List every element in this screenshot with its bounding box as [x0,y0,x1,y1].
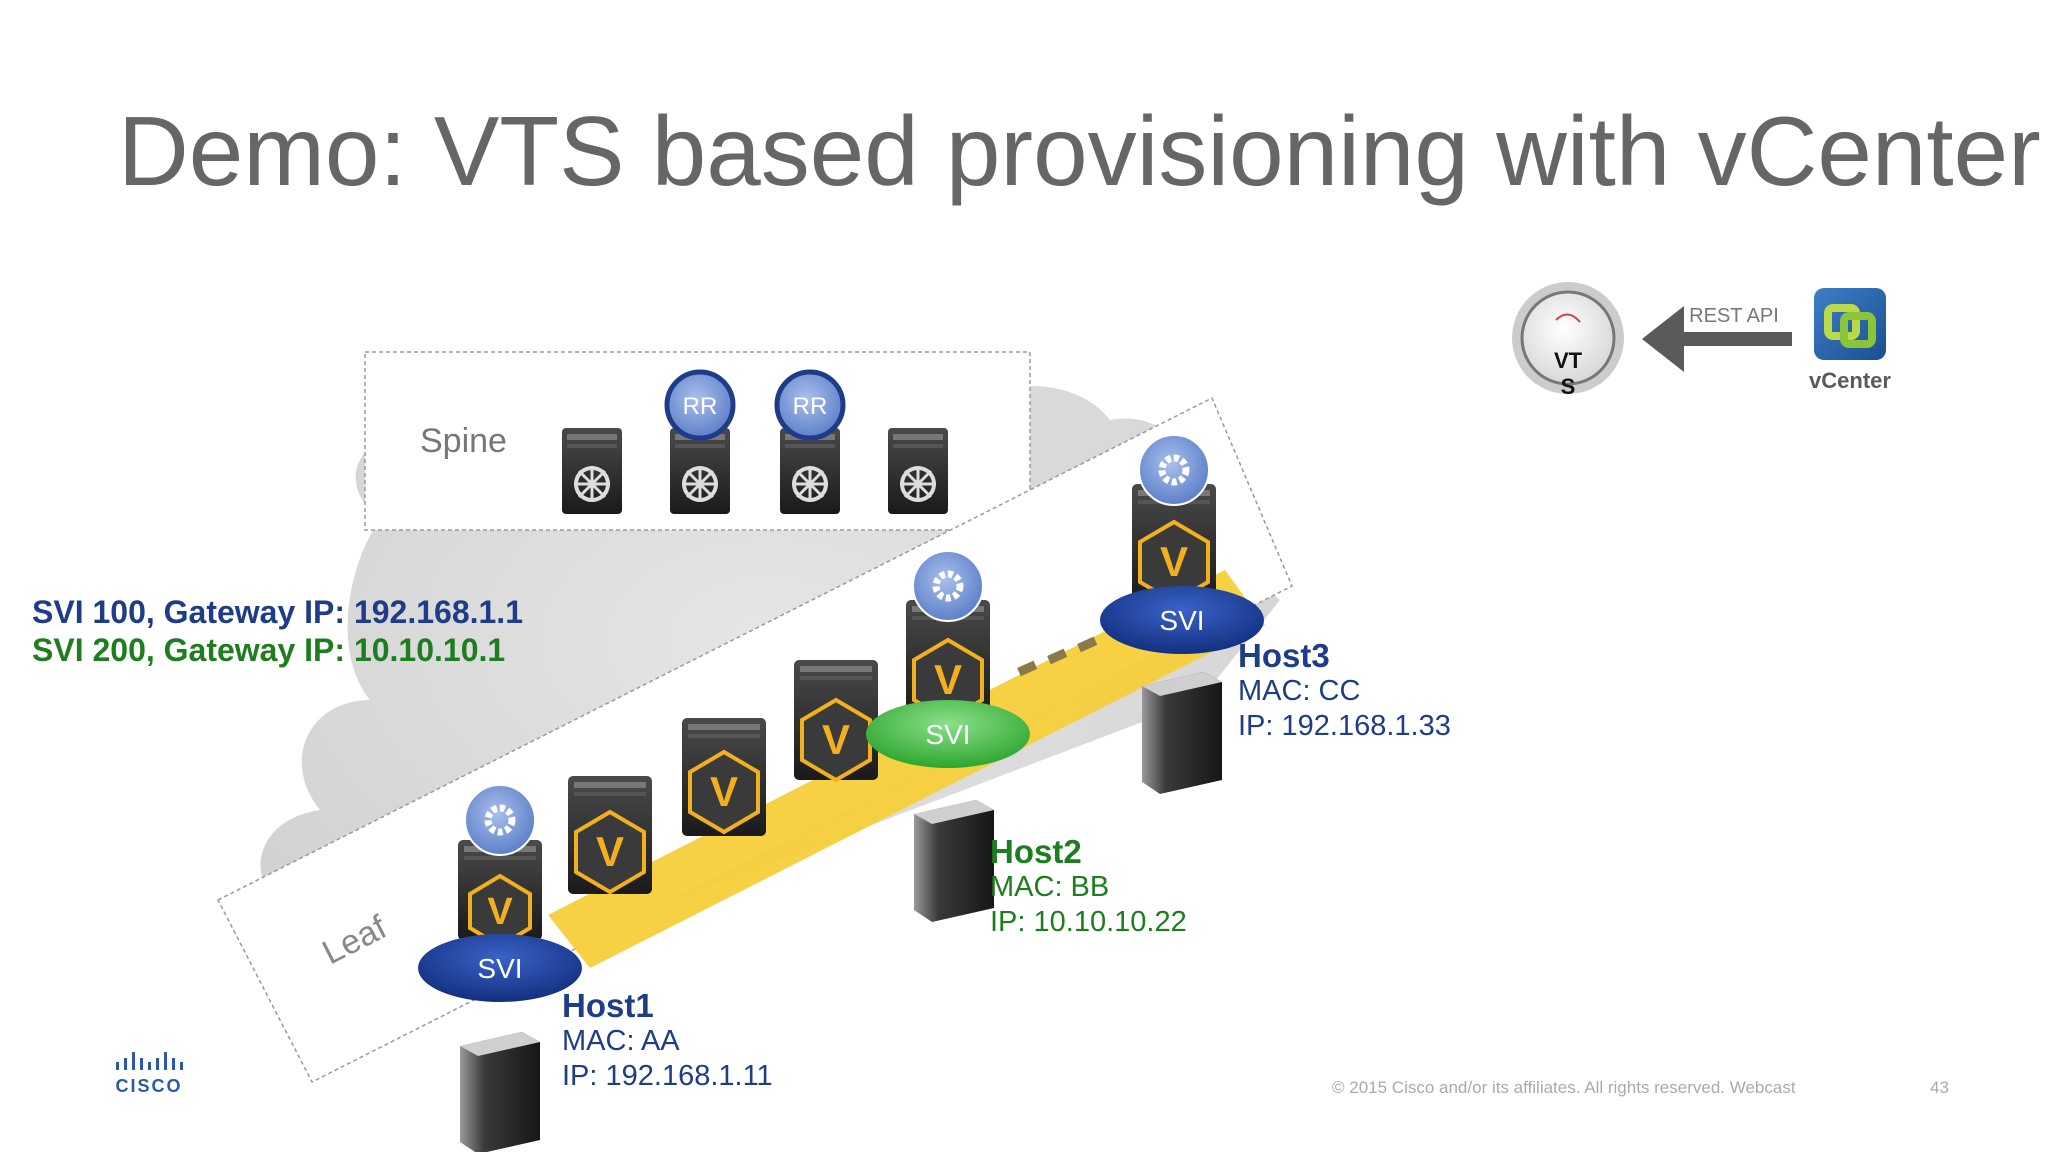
svg-text:V: V [710,768,738,815]
host1-mac: MAC: AA [562,1025,680,1057]
svg-text:V: V [596,828,624,875]
server-host3 [1142,672,1222,794]
spine-switch [888,428,948,514]
server-host2 [914,800,994,922]
host3-name: Host3 [1238,637,1330,674]
rest-api-arrow: REST API [1642,305,1792,372]
vts-label-line2: S [1561,374,1576,399]
rr-badge: RR [774,369,846,441]
spine-switch [670,428,730,514]
host1-name: Host1 [562,987,654,1024]
gear-icon [484,804,516,836]
svi-100-info: SVI 100, Gateway IP: 192.168.1.1 [32,594,523,630]
fabric-gap-dot [1047,648,1068,665]
svg-text:V: V [487,891,513,933]
vtep-hexagon: V [912,637,984,723]
gear-icon [932,570,964,602]
svg-text:V: V [934,656,962,703]
rest-api-label: REST API [1689,305,1779,327]
host2-ip: IP: 10.10.10.22 [990,906,1187,938]
host3-ip: IP: 192.168.1.33 [1238,710,1451,742]
host3-label: Host3 MAC: CC IP: 192.168.1.33 [1238,638,1451,744]
svi-200-info: SVI 200, Gateway IP: 10.10.10.1 [32,632,506,668]
cisco-logo: CISCO [112,1048,202,1098]
vts-label-line1: VT [1554,348,1583,373]
server-host1 [460,1032,540,1152]
vtep-hexagon: V [468,873,532,949]
rr-label: RR [793,393,828,420]
vtep-hexagon: V [574,809,646,895]
spine-switch [780,428,840,514]
rr-badge: RR [664,369,736,441]
svg-text:V: V [822,716,850,763]
vtep-hexagon: V [688,749,760,835]
spine-label: Spine [420,422,507,460]
cisco-bars-icon [116,1052,183,1070]
svi-green-host2: SVI [866,700,1030,768]
vcenter-label: vCenter [1809,368,1891,393]
host1-ip: IP: 192.168.1.11 [562,1060,773,1092]
gear-badge [912,550,984,622]
svg-text:SVI: SVI [1159,605,1204,636]
vts-logo-icon [1555,313,1581,323]
host2-label: Host2 MAC: BB IP: 10.10.10.22 [990,834,1187,940]
slide-title: Demo: VTS based provisioning with vCente… [118,96,2041,206]
svg-text:SVI: SVI [925,719,970,750]
svg-text:V: V [1160,538,1188,585]
vtep-hexagon: V [800,697,872,783]
gear-icon [1158,454,1190,486]
cisco-wordmark: CISCO [115,1076,182,1096]
page-number: 43 [1930,1078,1949,1097]
fabric-gap-dot [1077,636,1098,653]
gear-badge [1138,434,1210,506]
svi-blue-host1: SVI [418,934,582,1002]
host2-mac: MAC: BB [990,871,1110,903]
svg-text:SVI: SVI [477,953,522,984]
spine-switch [562,428,622,514]
fabric-gap-dot [1017,660,1038,677]
vcenter-icon: vCenter [1809,288,1891,393]
host1-label: Host1 MAC: AA IP: 192.168.1.11 [562,988,773,1094]
host2-name: Host2 [990,833,1082,870]
host3-mac: MAC: CC [1238,675,1361,707]
svi-blue-host3: SVI [1100,586,1264,654]
gear-badge [464,784,536,856]
vts-icon: VT S [1512,282,1624,399]
copyright-footer: © 2015 Cisco and/or its affiliates. All … [1332,1078,1796,1097]
rr-label: RR [683,393,718,420]
